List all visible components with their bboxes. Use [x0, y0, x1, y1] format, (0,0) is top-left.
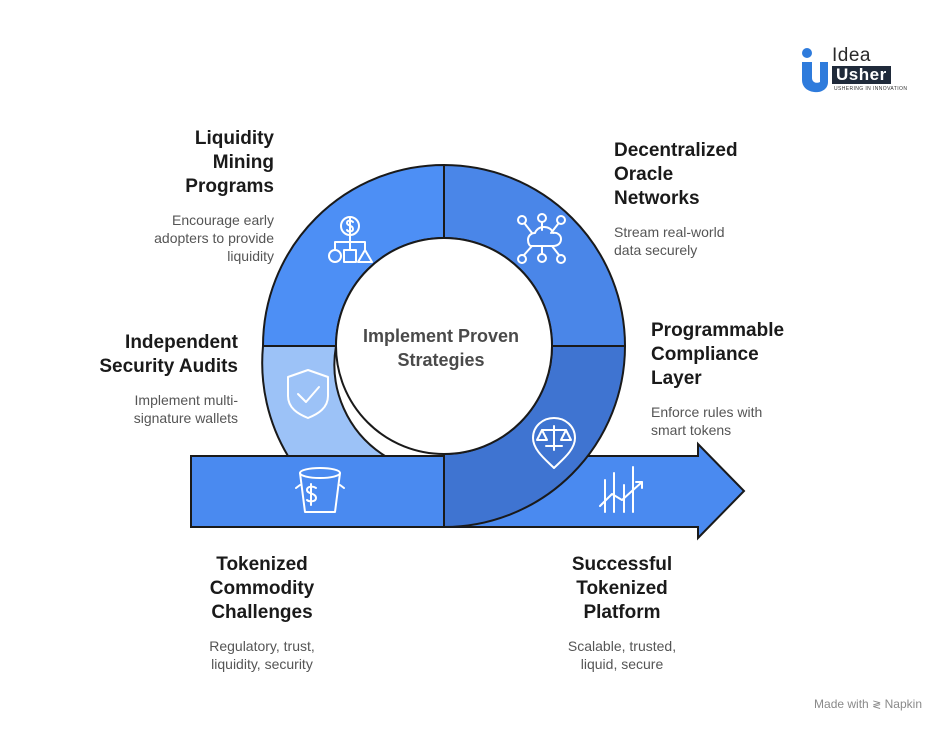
step-audits-title-2: Security Audits: [99, 356, 238, 377]
step-platform-title-1: Successful: [571, 554, 673, 575]
cloud-network-icon: [517, 213, 566, 264]
idea-usher-logo: Idea Usher USHERING IN INNOVATION: [798, 46, 910, 94]
step-oracle-title-3: Networks: [614, 188, 700, 209]
scales-icon: [532, 417, 576, 469]
dollar-network-icon: [328, 216, 373, 263]
ring-segment-audits: [261, 345, 389, 457]
step-oracle-title-2: Oracle: [614, 164, 674, 185]
shield-check-icon: [287, 369, 329, 419]
step-compliance-desc-1: Enforce rules with: [651, 404, 763, 420]
credit-text: Made with: [814, 697, 869, 711]
step-platform-title-2: Tokenized: [576, 578, 668, 599]
step-oracle-desc-2: data securely: [614, 242, 698, 258]
step-challenges-title-2: Commodity: [209, 578, 315, 599]
step-liquidity-title-3: Programs: [185, 176, 274, 197]
napkin-credit: Made with ≷ Napkin: [814, 697, 922, 711]
step-compliance-title-3: Layer: [651, 368, 702, 389]
step-audits-desc-2: signature wallets: [133, 410, 238, 426]
step-challenges-title-3: Challenges: [211, 602, 313, 623]
step-liquidity-title-2: Mining: [212, 152, 274, 173]
step-challenges-desc-2: liquidity, security: [211, 656, 313, 672]
growth-chart-icon: [599, 466, 643, 513]
logo-tagline: USHERING IN INNOVATION: [834, 86, 908, 92]
step-audits-title-1: Independent: [125, 332, 238, 353]
step-oracle-desc-1: Stream real-world: [614, 224, 725, 240]
step-liquidity-desc-2: adopters to provide: [154, 230, 274, 246]
step-compliance-title-1: Programmable: [651, 320, 785, 341]
money-bucket-icon: [295, 467, 345, 513]
step-liquidity-desc-1: Encourage early: [172, 212, 274, 228]
center-circle: [335, 237, 553, 455]
step-compliance-title-2: Compliance: [651, 344, 759, 365]
logo-line2: Usher: [832, 66, 891, 84]
step-platform-title-3: Platform: [583, 602, 661, 623]
logo-line1: Idea: [832, 45, 871, 66]
step-compliance-desc-2: smart tokens: [651, 422, 732, 438]
step-audits-desc-1: Implement multi-: [134, 392, 238, 408]
step-challenges-desc-1: Regulatory, trust,: [209, 638, 315, 654]
step-platform-desc-1: Scalable, trusted,: [567, 638, 677, 654]
step-liquidity-title-1: Liquidity: [194, 128, 274, 149]
arrow-shaft-left: [190, 455, 446, 528]
step-oracle-title-1: Decentralized: [614, 140, 738, 161]
step-platform-desc-2: liquid, secure: [580, 656, 664, 672]
step-challenges-title-1: Tokenized: [216, 554, 308, 575]
logo-mark-icon: [802, 48, 828, 93]
step-liquidity-desc-3: liquidity: [227, 248, 274, 264]
center-title: Implement Proven Strategies: [362, 326, 520, 370]
credit-brand: Napkin: [884, 697, 922, 711]
napkin-icon: ≷: [872, 699, 882, 711]
